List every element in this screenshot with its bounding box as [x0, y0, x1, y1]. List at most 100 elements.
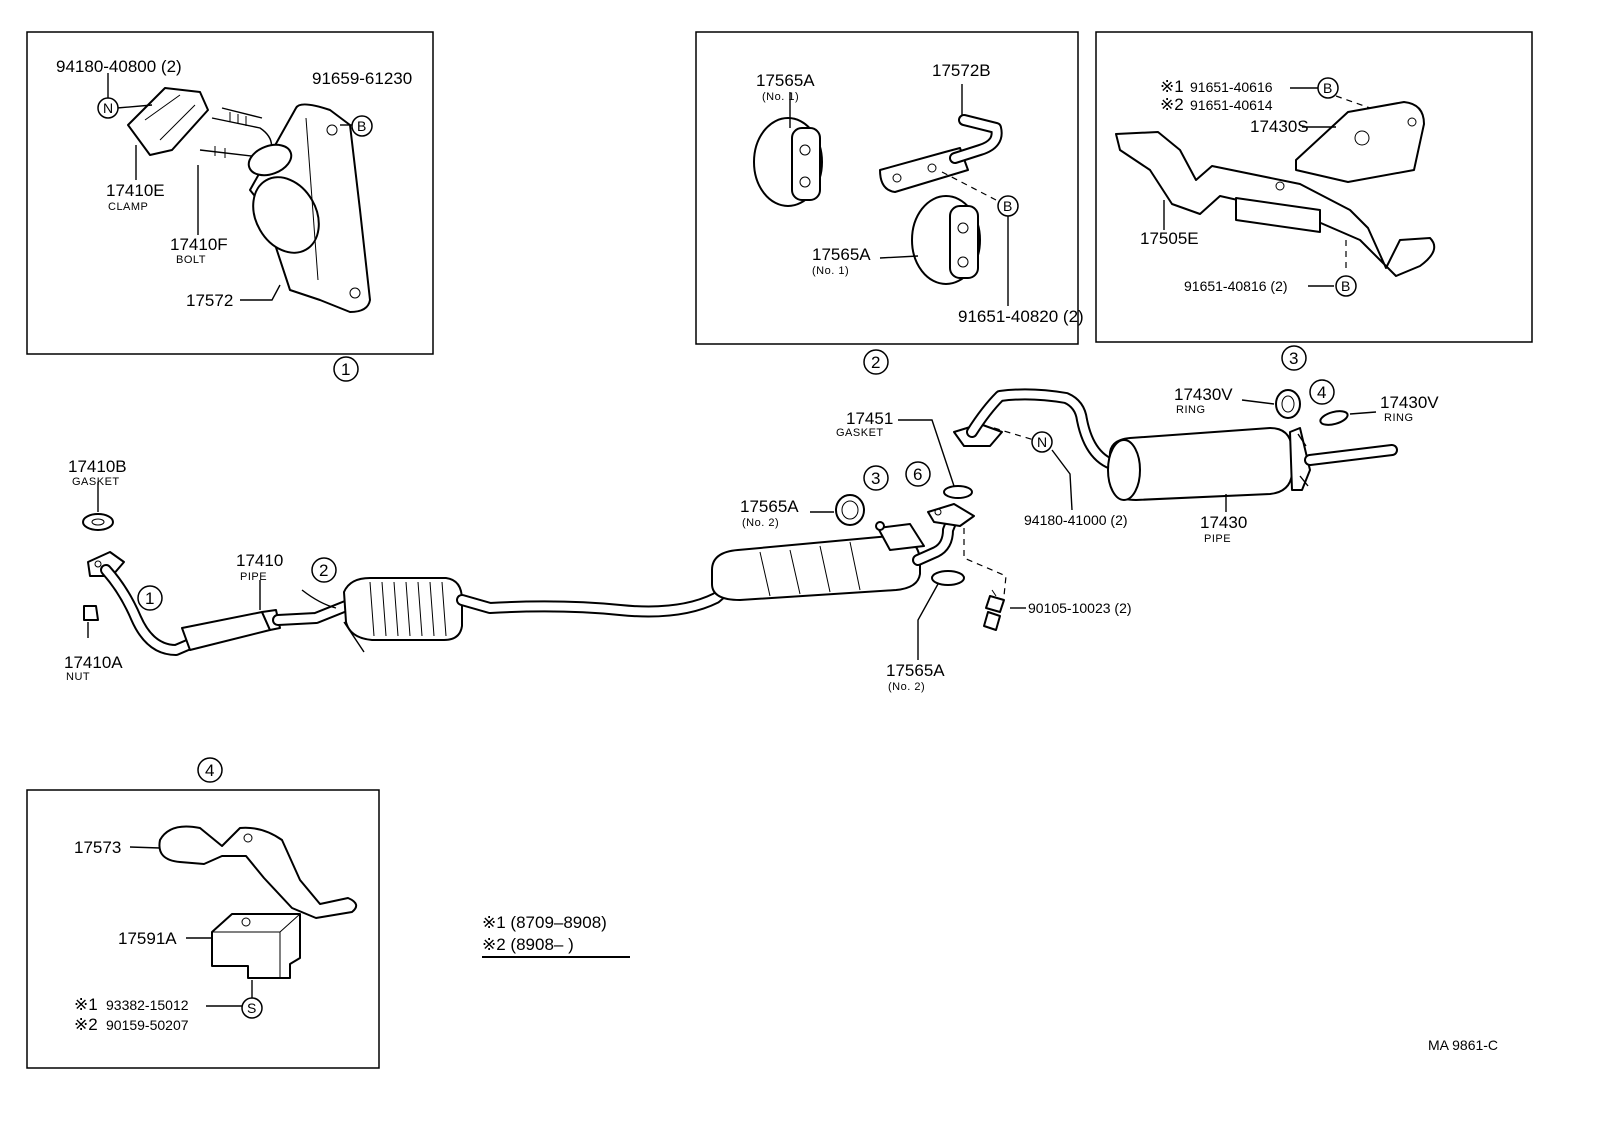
label-17565A-mid-sub: (No. 1) [812, 265, 849, 277]
leader-17572 [240, 284, 281, 301]
callout-box2: 2 [863, 349, 889, 375]
marker-B-box2: B [997, 195, 1019, 217]
bracket-17572-drawing [247, 103, 371, 313]
svg-text:4: 4 [1317, 383, 1326, 402]
label-17410-sub: PIPE [240, 571, 267, 583]
marker-B-box3-top: B [1317, 77, 1339, 99]
svg-text:S: S [247, 1000, 256, 1016]
ring-17430V-left-drawing [1275, 389, 1301, 419]
leader-marker-N-box1 [116, 104, 153, 109]
gasket-17451-drawing [943, 485, 973, 499]
leader-17451 [898, 419, 955, 487]
bracket-17572B-drawing [879, 114, 1003, 193]
crossmember-17505E-drawing [1115, 131, 1436, 277]
label-17451-sub: GASKET [836, 427, 884, 439]
ring-17430V-right-drawing [1319, 410, 1349, 426]
marker-S-box4: S [241, 997, 263, 1019]
detail-box-2: 17565A (No. 1) 17572B 17565A (No. 1) 916… [695, 31, 1084, 375]
svg-text:3: 3 [871, 469, 880, 488]
callout-box1: 1 [333, 356, 359, 382]
ref-2-box3: ※2 [1160, 95, 1184, 114]
label-93382-15012: 93382-15012 [106, 997, 189, 1013]
marker-B-box1: B [351, 115, 373, 137]
detail-box-4: 17573 17591A ※1 93382-15012 ※2 90159-502… [26, 757, 380, 1069]
svg-text:2: 2 [319, 561, 328, 580]
label-17430V-left: 17430V [1174, 385, 1233, 404]
label-91651-40816: 91651-40816 (2) [1184, 278, 1288, 294]
marker-B-box3-bottom: B [1335, 275, 1357, 297]
callout-main-6: 6 [905, 461, 931, 487]
hanger-17565A-top-drawing [753, 117, 823, 207]
main-exhaust-assembly: 17410B GASKET 17410A NUT 17410 PIPE 1756… [64, 379, 1439, 693]
label-17410A-sub: NUT [66, 671, 90, 683]
svg-text:B: B [1003, 198, 1012, 214]
callout-main-2: 2 [311, 557, 337, 583]
marker-N-main: N [1031, 431, 1053, 453]
label-17565A-left: 17565A [740, 497, 799, 516]
ring-17565A-left-drawing [835, 494, 865, 526]
label-17430V-right-sub: RING [1384, 412, 1414, 424]
nut-17410A-drawing [83, 605, 99, 621]
dash-bolt [963, 528, 1007, 597]
drawing-code: MA 9861-C [1428, 1037, 1498, 1053]
callout-box3: 3 [1281, 345, 1307, 371]
label-17572B: 17572B [932, 61, 991, 80]
label-94180-40800: 94180-40800 (2) [56, 57, 182, 76]
svg-text:B: B [1323, 80, 1332, 96]
label-17565A-bottom-sub: (No. 2) [888, 681, 925, 693]
detail-box-1-frame [26, 31, 434, 355]
label-91651-40616: 91651-40616 [1190, 79, 1273, 95]
label-17410: 17410 [236, 551, 283, 570]
callout-main-1: 1 [137, 585, 163, 611]
label-17430V-right: 17430V [1380, 393, 1439, 412]
label-17591A: 17591A [118, 929, 177, 948]
callout-main-3: 3 [863, 465, 889, 491]
dash-box3-b1 [1335, 95, 1371, 109]
label-17565A-mid: 17565A [812, 245, 871, 264]
label-90105-10023: 90105-10023 (2) [1028, 600, 1132, 616]
svg-text:N: N [1037, 434, 1047, 450]
leader-17565A-bottom [917, 583, 939, 660]
callout-tail-4: 4 [1309, 379, 1335, 405]
tail-pipe-17430-drawing [953, 388, 1398, 501]
marker-N-box1: N [97, 97, 119, 119]
svg-text:1: 1 [145, 589, 154, 608]
ref-2-box4: ※2 [74, 1015, 98, 1034]
ring-17565A-bottom-drawing [931, 570, 965, 586]
label-17430S: 17430S [1250, 117, 1309, 136]
label-17410F-sub: BOLT [176, 254, 206, 266]
callout-box4: 4 [197, 757, 223, 783]
label-17410B-sub: GASKET [72, 476, 120, 488]
label-17572: 17572 [186, 291, 233, 310]
svg-text:B: B [357, 118, 366, 134]
outlet-flange-drawing [927, 503, 975, 527]
detail-box-4-frame [26, 789, 380, 1069]
label-17410E: 17410E [106, 181, 165, 200]
mount-17591A-drawing [211, 913, 301, 979]
legend: ※1 (8709–8908) ※2 (8908– ) [482, 913, 630, 958]
label-17573: 17573 [74, 838, 121, 857]
label-91651-40614: 91651-40614 [1190, 97, 1273, 113]
leader-17565A-mid [879, 255, 919, 259]
bracket-17573-drawing [158, 825, 358, 919]
leader-17430V-right [1349, 411, 1377, 415]
label-17410B: 17410B [68, 457, 127, 476]
dash-marker-N-main [993, 427, 1035, 441]
label-17505E: 17505E [1140, 229, 1199, 248]
bolt-90105-10023-drawing [983, 589, 1005, 631]
svg-text:4: 4 [205, 761, 214, 780]
label-17565A-left-sub: (No. 2) [742, 517, 779, 529]
label-94180-41000: 94180-41000 (2) [1024, 512, 1128, 528]
ref-1-box3: ※1 [1160, 77, 1184, 96]
clamp-drawing [127, 87, 209, 156]
label-91651-40820: 91651-40820 (2) [958, 307, 1084, 326]
label-90159-50207: 90159-50207 [106, 1017, 189, 1033]
detail-box-3: ※1 91651-40616 ※2 91651-40614 17430S 175… [1095, 31, 1533, 371]
svg-text:N: N [103, 100, 113, 116]
label-17410A: 17410A [64, 653, 123, 672]
label-17451: 17451 [846, 409, 893, 428]
label-17565A-top: 17565A [756, 71, 815, 90]
leader-94180-41000 [1051, 449, 1073, 511]
legend-row-2: ※2 (8908– ) [482, 935, 574, 954]
